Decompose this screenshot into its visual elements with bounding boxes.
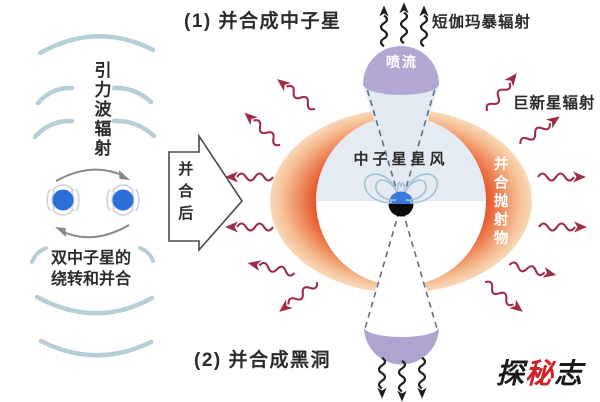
jet-dome-top xyxy=(363,46,439,95)
jet-cone-top xyxy=(363,84,439,208)
neutron-star-wind-label: 中子星星风 xyxy=(353,151,449,168)
remnant-black-hole-half xyxy=(388,204,414,217)
gravitational-wave-label: 引力波辐射 xyxy=(91,61,111,159)
jet-cone-bottom xyxy=(363,203,439,331)
remnant-object xyxy=(388,191,414,217)
merger-ejecta-label: 并合抛射物 xyxy=(491,156,508,249)
binary-merger-label: 双中子星的 绕转和并合 xyxy=(38,248,144,290)
short-grb-label: 短伽玛暴辐射 xyxy=(432,14,532,31)
outcome-neutron-star-label: (1) 并合成中子星 xyxy=(184,11,342,32)
watermark-char-2: 秘 xyxy=(525,358,555,389)
kilonova-label: 巨新星辐射 xyxy=(513,95,596,112)
binary-neutron-stars xyxy=(46,184,140,216)
binary-merger-label-line2: 绕转和并合 xyxy=(50,271,131,288)
outcome-black-hole-label: (2) 并合成黑洞 xyxy=(194,350,332,371)
watermark-char-1: 探 xyxy=(496,358,526,389)
binary-merger-label-line1: 双中子星的 xyxy=(50,250,131,267)
field-wings-right-star xyxy=(106,184,140,216)
gamma-burst-arrows-top xyxy=(378,1,430,48)
field-wings-left-star xyxy=(46,184,80,216)
watermark-logo: 探秘志 xyxy=(496,358,583,390)
merger-arrow-label: 并合后 xyxy=(176,161,194,227)
gravitational-wave-arcs xyxy=(30,34,157,358)
magnetosphere-field-lines xyxy=(364,173,438,204)
jet-label: 喷流 xyxy=(386,54,418,70)
merger-arrow xyxy=(168,133,244,253)
rotation-arrows xyxy=(55,168,130,239)
jet-dome-bottom xyxy=(364,327,439,365)
watermark-char-3: 志 xyxy=(554,358,584,389)
neutron-star-right xyxy=(112,189,134,211)
neutron-star-left xyxy=(52,189,74,211)
